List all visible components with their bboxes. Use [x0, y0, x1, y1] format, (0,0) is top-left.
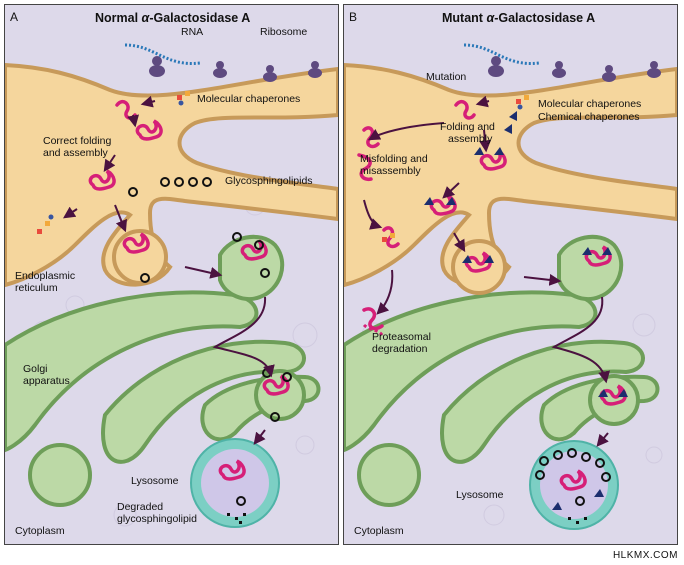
label-mutation: Mutation: [426, 71, 467, 83]
lysosome-lumen: [540, 451, 608, 519]
er-vesicle: [112, 229, 168, 285]
label-lysosome: Lysosome: [456, 489, 504, 501]
label-cytoplasm: Cytoplasm: [15, 525, 65, 537]
label-correct-folding: Correct folding: [43, 135, 112, 147]
label-chemical-chaperones: Chemical chaperones: [538, 111, 640, 123]
label-degraded: Degraded: [117, 501, 164, 513]
panel-a-letter: A: [10, 10, 19, 24]
rna-strand: [463, 43, 540, 65]
label-correct-folding-2: and assembly: [43, 147, 108, 159]
label-misfolding-2: misassembly: [360, 165, 421, 177]
panel-a-title: Normal α-Galactosidase A: [95, 11, 251, 25]
source-watermark: HLKMX.COM: [612, 550, 678, 561]
degraded-protein-fragment: [362, 323, 384, 336]
label-misfolding: Misfolding and: [360, 153, 428, 165]
protein-shapes: [88, 99, 290, 481]
degraded-fragment-icons: [227, 513, 246, 524]
pathway-arrows: [363, 95, 610, 447]
ribosome-icons: [149, 56, 322, 82]
label-glycosphingolipids: Glycosphingolipids: [225, 175, 313, 187]
label-folding-assembly: Folding and: [440, 121, 495, 133]
degraded-fragment-icons: [568, 517, 587, 524]
label-proteasomal: Proteasomal: [372, 331, 431, 343]
golgi-apparatus: [344, 234, 660, 464]
ribosome-icons: [488, 56, 661, 82]
panel-normal: A Normal α-Galactosidase A RNA Ribosome …: [4, 4, 339, 545]
golgi-vesicle: [357, 443, 421, 507]
rna-strand: [124, 43, 201, 65]
label-rna: RNA: [181, 26, 204, 38]
label-proteasomal-2: degradation: [372, 343, 428, 355]
glycosphingolipid-icons: [535, 448, 611, 506]
molecular-chaperone-icons: [37, 91, 190, 234]
label-molecular-chaperones: Molecular chaperones: [197, 93, 301, 105]
label-molecular-chaperones: Molecular chaperones: [538, 98, 642, 110]
label-endoplasmic-reticulum-2: reticulum: [15, 282, 58, 294]
label-ribosome: Ribosome: [260, 26, 308, 38]
golgi-vesicle: [28, 443, 92, 507]
label-golgi-2: apparatus: [23, 375, 70, 387]
panel-normal-illustration: [5, 5, 338, 544]
panel-b-title: Mutant α-Galactosidase A: [442, 11, 596, 25]
label-endoplasmic-reticulum: Endoplasmic: [15, 270, 76, 282]
panel-mutant-illustration: [344, 5, 677, 544]
panel-b-letter: B: [349, 10, 358, 24]
label-degraded-2: glycosphingolipid: [117, 513, 197, 525]
chemical-chaperone-icons: [424, 111, 628, 510]
er-vesicle: [451, 239, 507, 295]
label-golgi: Golgi: [23, 363, 48, 375]
lysosome-lumen: [201, 449, 269, 517]
golgi-apparatus: [5, 234, 321, 464]
label-lysosome: Lysosome: [131, 475, 179, 487]
panel-mutant: B Mutant α-Galactosidase A Mutation Mole…: [343, 4, 678, 545]
label-cytoplasm: Cytoplasm: [354, 525, 404, 537]
pathway-arrows: [63, 95, 275, 445]
label-folding-assembly-2: assembly: [448, 133, 493, 145]
molecular-chaperone-icons: [382, 95, 529, 242]
